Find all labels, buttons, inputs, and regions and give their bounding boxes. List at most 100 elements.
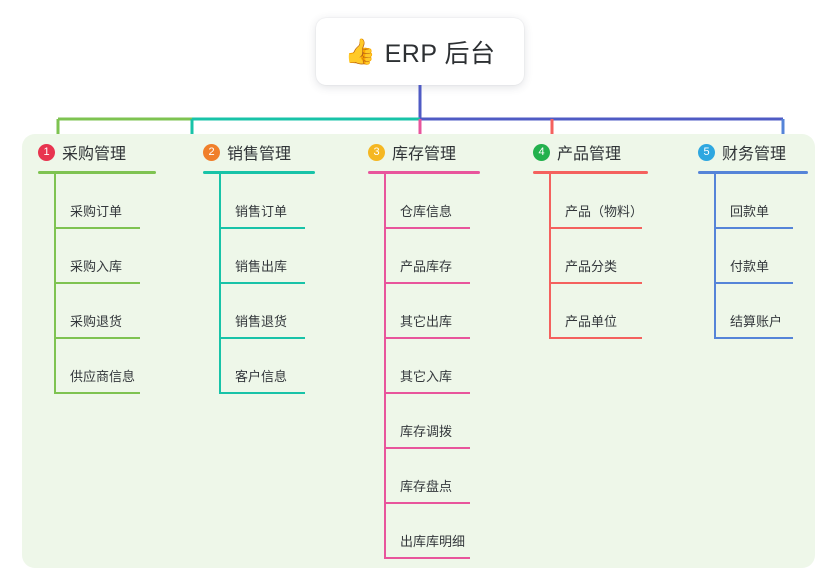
branch-item-rule (219, 227, 305, 229)
branch-item[interactable]: 出库库明细 (384, 504, 480, 559)
branch-item-rule (384, 557, 470, 559)
branch-header-rule (533, 171, 648, 174)
branch-item-label: 采购订单 (70, 204, 123, 219)
branch-item[interactable]: 库存盘点 (384, 449, 480, 504)
branch-title: 库存管理 (392, 146, 457, 163)
branch-item-label: 销售订单 (235, 204, 288, 219)
branch-item-rule (54, 337, 140, 339)
branch-item-label: 销售出库 (235, 259, 288, 274)
branch-item-label: 回款单 (730, 204, 770, 219)
branch-column-2: 2 销售管理销售订单销售出库销售退货客户信息 (203, 138, 315, 394)
branch-spine (384, 174, 386, 559)
branch-item[interactable]: 销售订单 (219, 174, 315, 229)
branch-header-rule (38, 171, 156, 174)
root-node-title: ERP 后台 (384, 39, 496, 68)
branch-item-label: 结算账户 (730, 314, 783, 329)
branch-title: 财务管理 (722, 146, 787, 163)
branch-item[interactable]: 产品（物料） (549, 174, 648, 229)
branch-item-rule (384, 502, 470, 504)
branch-item[interactable]: 采购退货 (54, 284, 156, 339)
branch-items: 仓库信息产品库存其它出库其它入库库存调拨库存盘点出库库明细 (384, 174, 480, 559)
branch-header-rule (203, 171, 315, 174)
branch-item[interactable]: 库存调拨 (384, 394, 480, 449)
branch-item[interactable]: 供应商信息 (54, 339, 156, 394)
branches-panel (22, 134, 815, 568)
branch-item[interactable]: 产品单位 (549, 284, 648, 339)
branch-header-rule (698, 171, 808, 174)
branch-items: 采购订单采购入库采购退货供应商信息 (54, 174, 156, 394)
branch-item[interactable]: 付款单 (714, 229, 808, 284)
branch-item[interactable]: 其它出库 (384, 284, 480, 339)
branch-item-rule (549, 282, 642, 284)
branch-item[interactable]: 采购订单 (54, 174, 156, 229)
branch-item[interactable]: 产品库存 (384, 229, 480, 284)
branch-column-4: 4 产品管理产品（物料） 产品分类产品单位 (533, 138, 648, 339)
root-node[interactable]: 👍 ERP 后台 (316, 18, 524, 85)
branch-item-rule (384, 447, 470, 449)
branch-item-label: 采购退货 (70, 314, 123, 329)
branch-item-rule (54, 227, 140, 229)
branch-item-label: 仓库信息 (400, 204, 453, 219)
branch-item-label: 产品分类 (565, 259, 618, 274)
branch-item-label: 产品单位 (565, 314, 618, 329)
branch-header-4[interactable]: 4 产品管理 (533, 138, 648, 166)
branch-item-rule (549, 227, 642, 229)
branch-item-rule (384, 282, 470, 284)
branch-item[interactable]: 结算账户 (714, 284, 808, 339)
branch-item[interactable]: 采购入库 (54, 229, 156, 284)
branch-title: 销售管理 (227, 146, 292, 163)
branch-spine (714, 174, 716, 339)
branch-spine (549, 174, 551, 339)
branch-item-label: 销售退货 (235, 314, 288, 329)
branch-items: 回款单付款单结算账户 (714, 174, 808, 339)
branch-item[interactable]: 仓库信息 (384, 174, 480, 229)
branch-item-rule (714, 282, 793, 284)
branch-item-label: 供应商信息 (70, 369, 136, 384)
branch-item-label: 库存调拨 (400, 424, 453, 439)
branch-item[interactable]: 回款单 (714, 174, 808, 229)
branch-item-rule (54, 392, 140, 394)
branch-item-label: 库存盘点 (400, 479, 453, 494)
branch-item[interactable]: 其它入库 (384, 339, 480, 394)
branch-item-rule (384, 392, 470, 394)
branch-number-badge: 1 (38, 143, 55, 161)
branch-items: 产品（物料） 产品分类产品单位 (549, 174, 648, 339)
branch-spine (219, 174, 221, 394)
branch-item-label: 付款单 (730, 259, 770, 274)
branch-column-3: 3 库存管理仓库信息产品库存其它出库其它入库库存调拨库存盘点出库库明细 (368, 138, 480, 559)
branch-item-label: 其它入库 (400, 369, 453, 384)
branch-item-rule (219, 392, 305, 394)
branch-item-rule (384, 337, 470, 339)
branch-item-rule (549, 337, 642, 339)
branch-item[interactable]: 销售退货 (219, 284, 315, 339)
thumbs-up-icon: 👍 (344, 37, 376, 66)
branch-items: 销售订单销售出库销售退货客户信息 (219, 174, 315, 394)
branch-title: 产品管理 (557, 146, 622, 163)
branch-number-badge: 2 (203, 143, 220, 161)
branch-item-rule (714, 337, 793, 339)
branch-item-label: 产品库存 (400, 259, 453, 274)
branch-header-3[interactable]: 3 库存管理 (368, 138, 480, 166)
branch-number-badge: 3 (368, 143, 385, 161)
branch-spine (54, 174, 56, 394)
branch-header-2[interactable]: 2 销售管理 (203, 138, 315, 166)
branch-item[interactable]: 销售出库 (219, 229, 315, 284)
branch-number-badge: 4 (533, 143, 550, 161)
branch-item[interactable]: 客户信息 (219, 339, 315, 394)
branch-item-label: 产品（物料） (565, 204, 644, 219)
branch-item-rule (54, 282, 140, 284)
branch-item-label: 客户信息 (235, 369, 288, 384)
branch-header-rule (368, 171, 480, 174)
branch-item-label: 出库库明细 (400, 534, 466, 549)
branch-item-rule (714, 227, 793, 229)
branch-item-rule (384, 227, 470, 229)
branch-item[interactable]: 产品分类 (549, 229, 648, 284)
branch-item-label: 其它出库 (400, 314, 453, 329)
branch-item-label: 采购入库 (70, 259, 123, 274)
branch-item-rule (219, 282, 305, 284)
